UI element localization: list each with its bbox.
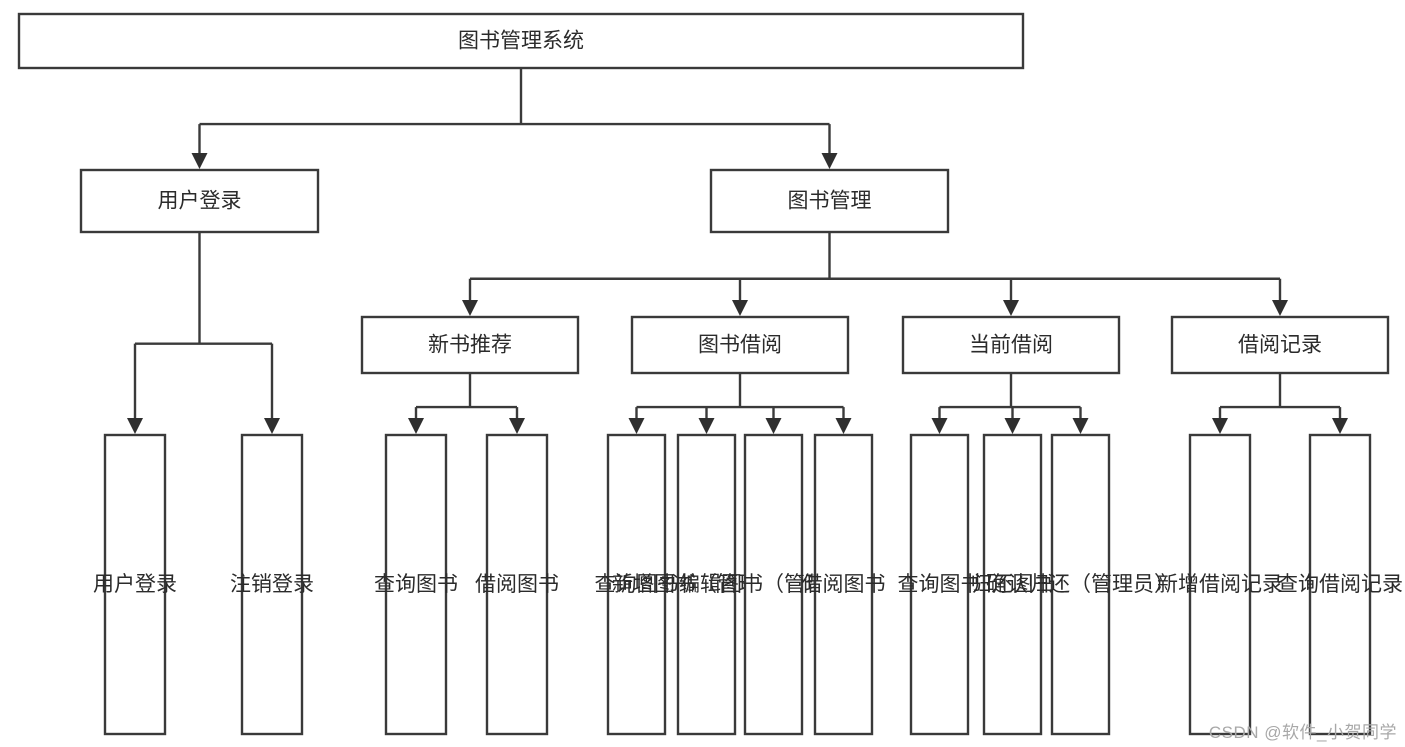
arrow-head-icon bbox=[1212, 418, 1228, 434]
node-leaf-user-login[interactable]: 用户登录 bbox=[93, 433, 177, 736]
node-box bbox=[79, 168, 320, 234]
node-label: 查询图书 bbox=[898, 573, 982, 596]
node-label: 图书借阅 bbox=[698, 334, 782, 357]
node-leaf-add-record[interactable]: 新增借阅记录 bbox=[1157, 433, 1283, 736]
node-box bbox=[901, 315, 1121, 375]
node-leaf-query-book-current[interactable]: 查询图书 bbox=[898, 433, 982, 736]
node-box bbox=[606, 433, 667, 736]
watermark-text: CSDN @软件_小贺同学 bbox=[1208, 723, 1397, 742]
node-box bbox=[909, 433, 970, 736]
edges-layer bbox=[127, 68, 1348, 434]
node-box bbox=[813, 433, 874, 736]
node-box bbox=[630, 315, 850, 375]
node-label: 用户登录 bbox=[93, 573, 177, 596]
node-label: 图书管理 bbox=[788, 190, 872, 213]
node-label: 新增借阅记录 bbox=[1157, 573, 1283, 596]
arrow-head-icon bbox=[835, 418, 852, 434]
arrow-head-icon bbox=[628, 418, 645, 434]
node-label: 借阅图书 bbox=[475, 573, 559, 596]
node-label: 注销登录 bbox=[230, 573, 314, 596]
node-new-book-recommend[interactable]: 新书推荐 bbox=[360, 315, 580, 375]
node-box bbox=[384, 433, 448, 736]
node-label: 借阅记录 bbox=[1238, 334, 1322, 357]
edge-group-current-borrow bbox=[931, 373, 1089, 434]
node-label: 归还图书 bbox=[971, 573, 1055, 596]
node-box bbox=[1050, 433, 1111, 736]
node-leaf-query-book-borrow[interactable]: 查询图书 bbox=[595, 433, 679, 736]
arrow-head-icon bbox=[698, 418, 715, 434]
arrow-head-icon bbox=[1004, 418, 1021, 434]
arrow-head-icon bbox=[1072, 418, 1089, 434]
arrow-head-icon bbox=[821, 153, 838, 169]
edge-group-new-book-recommend bbox=[408, 373, 525, 434]
edge-group-user-login bbox=[127, 232, 280, 434]
arrow-head-icon bbox=[931, 418, 948, 434]
arrow-head-icon bbox=[1272, 300, 1288, 316]
node-label: 查询图书 bbox=[595, 573, 679, 596]
node-label: 查询图书 bbox=[374, 573, 458, 596]
edge-group-root bbox=[191, 68, 838, 169]
arrow-head-icon bbox=[732, 300, 748, 316]
node-label: 确认归还（管理员） bbox=[986, 573, 1175, 596]
arrow-head-icon bbox=[408, 418, 424, 434]
node-root[interactable]: 图书管理系统 bbox=[17, 12, 1025, 70]
arrow-head-icon bbox=[462, 300, 478, 316]
node-box bbox=[17, 12, 1025, 70]
edge-group-borrow-record bbox=[1212, 373, 1348, 434]
node-book-borrow[interactable]: 图书借阅 bbox=[630, 315, 850, 375]
nodes-layer: 图书管理系统用户登录图书管理新书推荐图书借阅当前借阅借阅记录用户登录注销登录查询… bbox=[17, 12, 1403, 736]
node-current-borrow[interactable]: 当前借阅 bbox=[901, 315, 1121, 375]
node-box bbox=[743, 433, 804, 736]
node-box bbox=[240, 433, 304, 736]
node-label: 图书管理系统 bbox=[458, 30, 584, 53]
node-box bbox=[1188, 433, 1252, 736]
node-label: 新书推荐 bbox=[428, 334, 512, 357]
arrow-head-icon bbox=[509, 418, 525, 434]
edge-group-book-manage bbox=[462, 232, 1288, 316]
node-label: 用户登录 bbox=[158, 190, 242, 213]
node-label: 借阅图书 bbox=[802, 573, 886, 596]
node-leaf-borrow-book-recommend[interactable]: 借阅图书 bbox=[475, 433, 559, 736]
arrow-head-icon bbox=[765, 418, 782, 434]
node-box bbox=[103, 433, 167, 736]
node-book-manage[interactable]: 图书管理 bbox=[709, 168, 950, 234]
node-leaf-borrow-book[interactable]: 借阅图书 bbox=[802, 433, 886, 736]
node-leaf-query-book-recommend[interactable]: 查询图书 bbox=[374, 433, 458, 736]
arrow-head-icon bbox=[264, 418, 280, 434]
node-box bbox=[709, 168, 950, 234]
arrow-head-icon bbox=[127, 418, 143, 434]
node-user-login[interactable]: 用户登录 bbox=[79, 168, 320, 234]
arrow-head-icon bbox=[1332, 418, 1348, 434]
node-label: 查询借阅记录 bbox=[1277, 573, 1403, 596]
arrow-head-icon bbox=[1003, 300, 1019, 316]
node-box bbox=[982, 433, 1043, 736]
arrow-head-icon bbox=[191, 153, 208, 169]
node-box bbox=[360, 315, 580, 375]
node-box bbox=[485, 433, 549, 736]
node-leaf-user-logout[interactable]: 注销登录 bbox=[230, 433, 314, 736]
node-box bbox=[1170, 315, 1390, 375]
node-label: 当前借阅 bbox=[969, 334, 1053, 357]
node-box bbox=[676, 433, 737, 736]
node-box bbox=[1308, 433, 1372, 736]
node-leaf-confirm-return[interactable]: 确认归还（管理员） bbox=[986, 433, 1175, 736]
node-leaf-query-record[interactable]: 查询借阅记录 bbox=[1277, 433, 1403, 736]
node-borrow-record[interactable]: 借阅记录 bbox=[1170, 315, 1390, 375]
edge-group-book-borrow bbox=[628, 373, 852, 434]
node-leaf-return-book[interactable]: 归还图书 bbox=[971, 433, 1055, 736]
